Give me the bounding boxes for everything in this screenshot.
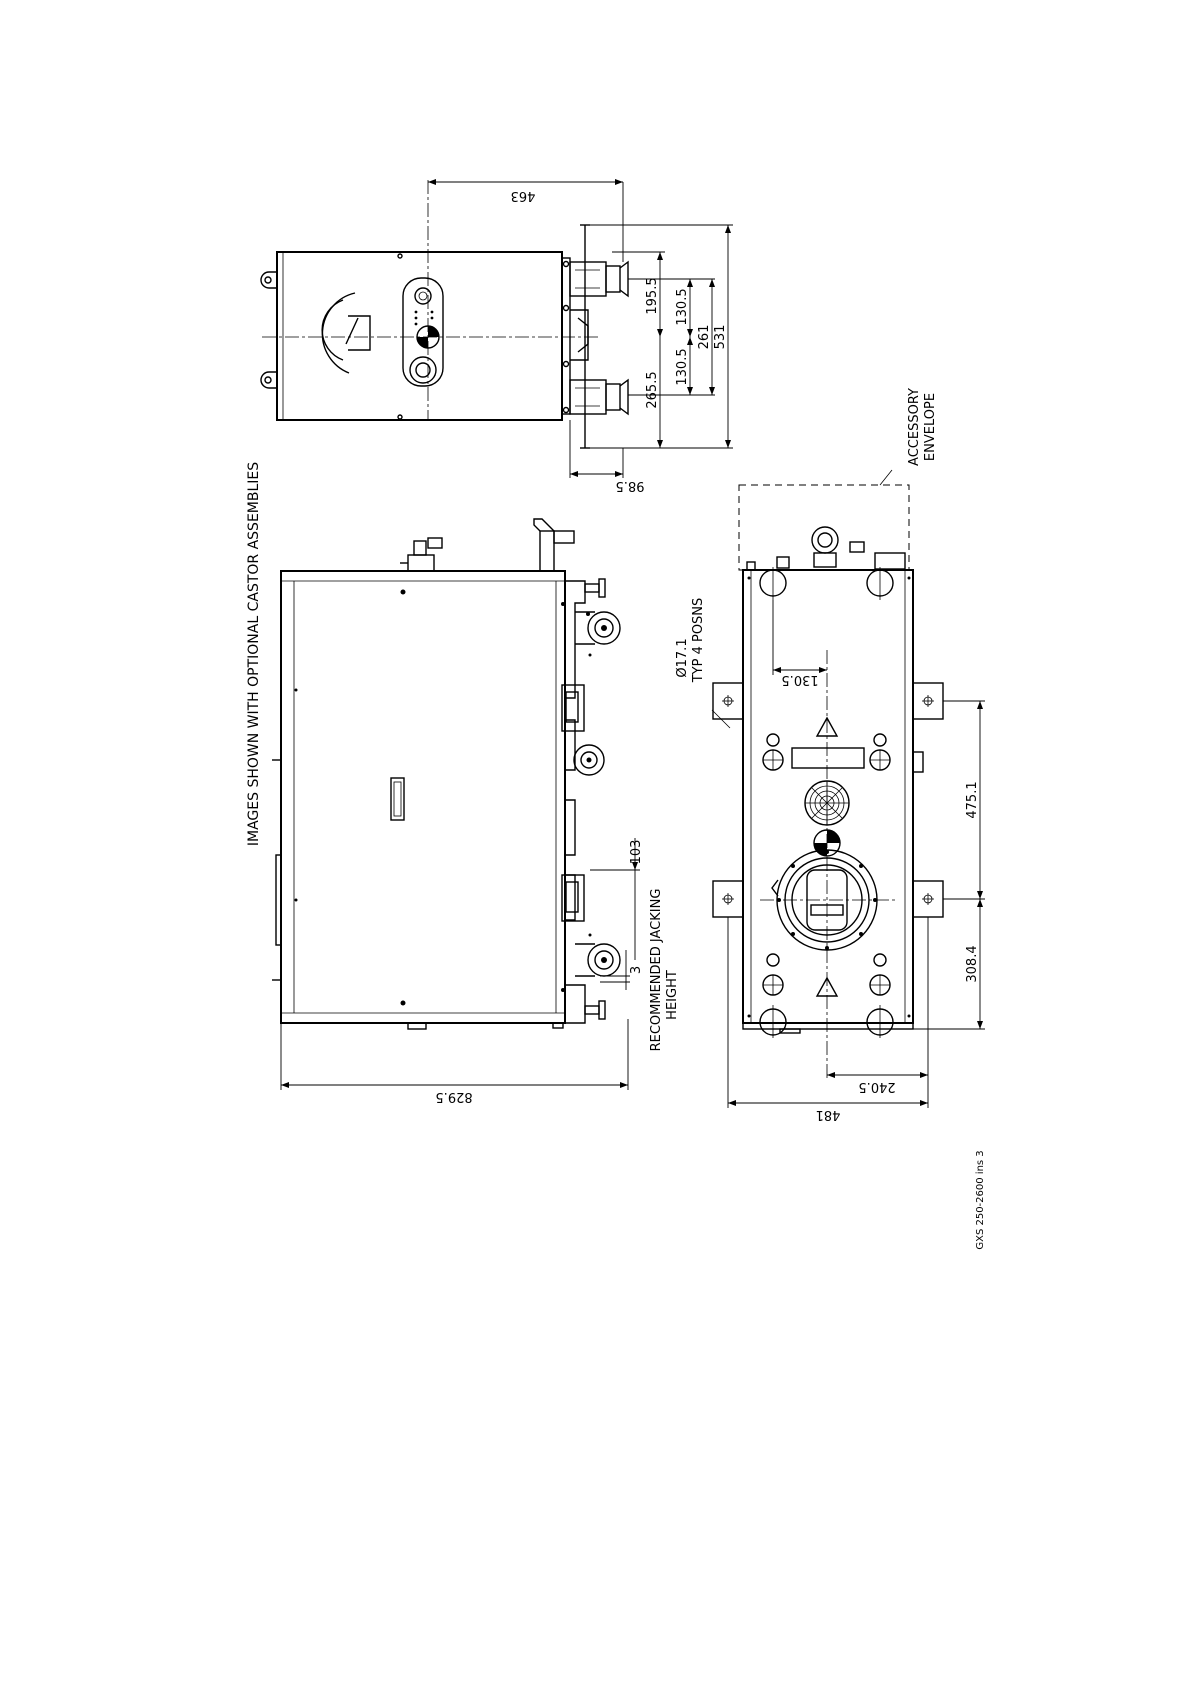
svg-text:265.5: 265.5: [645, 371, 660, 408]
levelling-foot-icon: [585, 1001, 605, 1019]
side-view-body: [281, 571, 565, 1023]
side-view: IMAGES SHOWN WITH OPTIONAL CASTOR ASSEMB…: [246, 462, 680, 1104]
dimension-475-1: 475.1: [943, 701, 985, 899]
svg-text:3: 3: [629, 966, 644, 974]
inlet-flange-icon: [812, 527, 838, 567]
lifting-eye-icon: [261, 272, 277, 288]
svg-text:475.1: 475.1: [965, 781, 980, 818]
svg-text:829.5: 829.5: [435, 1089, 472, 1104]
mounting-bracket-icon: [713, 683, 743, 719]
mounting-bracket-icon: [913, 683, 943, 719]
drawing-reference: GXS 250-2600 ins 3: [975, 1150, 986, 1249]
castor-icon: [575, 944, 620, 976]
drain-plug-icon: [870, 750, 890, 770]
jacking-height-label-line2: HEIGHT: [665, 970, 680, 1020]
note-optional-castor: IMAGES SHOWN WITH OPTIONAL CASTOR ASSEMB…: [246, 462, 262, 846]
manufacturer-logo-icon: [322, 293, 370, 373]
dimension-103: 103: [590, 838, 644, 960]
dimension-98-5: 98.5: [570, 420, 644, 493]
jacking-height-label-line1: RECOMMENDED JACKING: [649, 889, 664, 1052]
label-plate: [792, 748, 864, 768]
svg-text:531: 531: [713, 325, 728, 350]
dimension-265-5: 265.5: [600, 337, 665, 448]
accessory-label-line2: ENVELOPE: [923, 393, 938, 461]
svg-text:195.5: 195.5: [645, 277, 660, 314]
svg-text:261: 261: [697, 325, 712, 350]
lifting-eye-icon: [261, 372, 277, 388]
castor-icon: [575, 612, 620, 644]
castor-hole-icon: [867, 567, 893, 600]
dimension-261: 261: [697, 279, 715, 395]
svg-text:240.5: 240.5: [858, 1079, 895, 1094]
fan-grille-icon: [805, 781, 849, 825]
castor-icon: [570, 262, 628, 296]
castor-hole-icon: [867, 1005, 893, 1038]
hole-label-line2: TYP 4 POSNS: [691, 598, 706, 684]
dimension-130-5: 130.5: [773, 600, 827, 687]
top-view-body: [277, 252, 562, 420]
svg-text:130.5: 130.5: [781, 672, 818, 687]
levelling-foot-icon: [585, 579, 605, 616]
svg-text:98.5: 98.5: [616, 478, 645, 493]
dimension-195-5: 195.5: [612, 252, 665, 337]
castor-icon: [570, 380, 628, 414]
svg-text:103: 103: [629, 840, 644, 865]
valve-icon: [400, 538, 442, 571]
mounting-bracket-icon: [913, 881, 943, 917]
castor-icon: [574, 745, 604, 775]
svg-text:308.4: 308.4: [965, 945, 980, 982]
svg-text:130.5: 130.5: [675, 348, 690, 385]
mounting-bracket-icon: [713, 881, 743, 917]
svg-text:130.5: 130.5: [675, 288, 690, 325]
exhaust-outlet-icon: [534, 519, 574, 571]
top-view: 463 531 195.5 265.5: [261, 179, 733, 493]
side-handle: [391, 778, 404, 820]
dimension-829-5: 829.5: [281, 1019, 628, 1104]
drain-plug-icon: [763, 975, 783, 995]
accessory-label-line1: ACCESSORY: [907, 388, 922, 466]
hole-label-line1: Ø17.1: [675, 638, 690, 677]
castor-hole-icon: [760, 567, 786, 600]
drain-plug-icon: [763, 750, 783, 770]
dimension-463: 463: [428, 179, 623, 262]
svg-text:481: 481: [816, 1107, 841, 1122]
dimension-308-4: 308.4: [913, 899, 985, 1029]
drain-plug-icon: [870, 975, 890, 995]
bottom-view: ACCESSORY ENVELOPE: [675, 388, 985, 1122]
svg-text:463: 463: [511, 188, 536, 203]
dimension-3: 3: [600, 950, 644, 990]
